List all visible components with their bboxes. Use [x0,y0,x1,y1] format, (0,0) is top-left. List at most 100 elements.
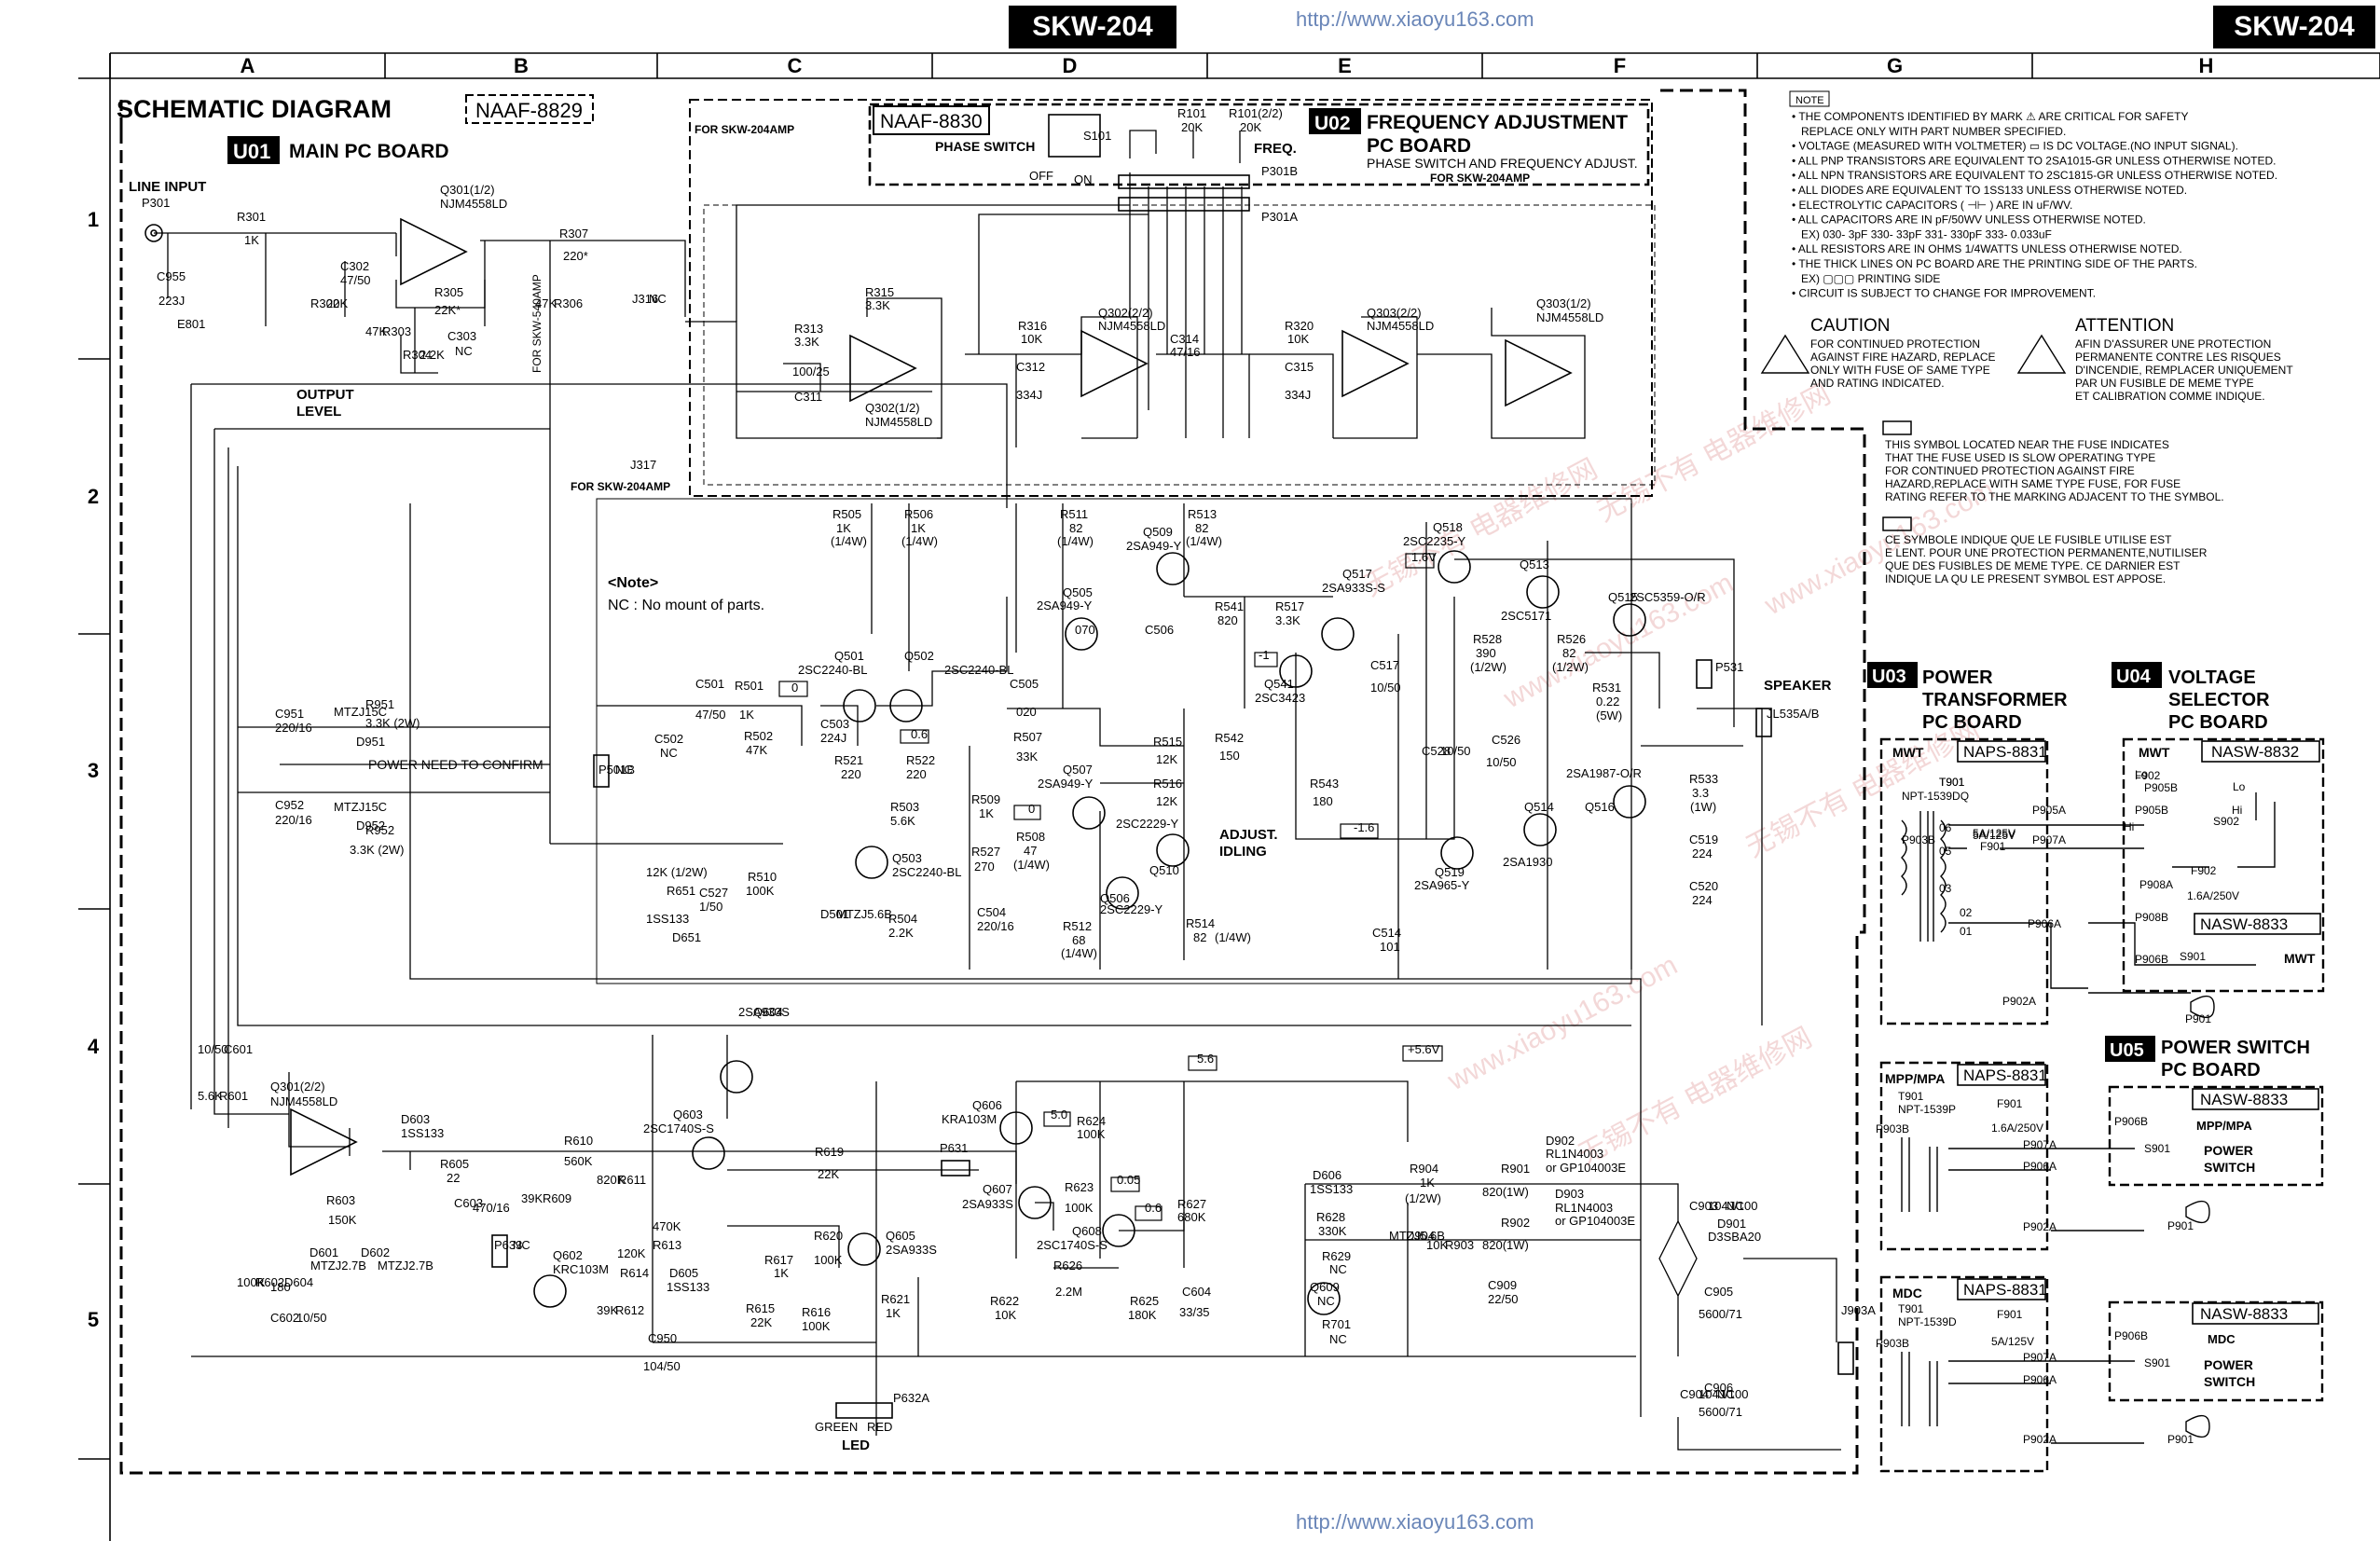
board-part-label: P908A [2139,878,2173,891]
component-label: Q605 [886,1229,915,1243]
component-label: P632A [893,1391,929,1405]
component-label: 180 [1313,794,1333,808]
component-label: 220/16 [275,813,312,827]
component-label: D501 [820,907,849,921]
u04-mwt-2: MWT [2284,951,2316,966]
board-part-label: S901 [2180,950,2206,963]
u05-id: U05 [2110,1040,2144,1061]
component-label: R509 [971,792,1000,806]
component-label: D601 [310,1245,338,1259]
component-label: 82 [1562,646,1575,660]
column-label-b: B [514,54,529,77]
component-label: R304 [403,348,432,362]
url-footer[interactable]: http://www.xiaoyu163.com [1296,1510,1534,1534]
u03-mwt: MWT [1892,745,1924,760]
attention-title: ATTENTION [2075,316,2174,336]
board-part-label: P903B [1876,1337,1909,1350]
component-label: 1SS133 [646,912,689,926]
component-label: MTZJ15C [334,800,387,814]
component-label: Q606 [972,1098,1002,1112]
component-label: D604 [284,1275,313,1289]
url-header[interactable]: http://www.xiaoyu163.com [1296,7,1534,31]
column-label-a: A [241,54,255,77]
component-label: (1/4W) [1013,858,1050,872]
component-label: 1/50 [699,900,722,914]
component-label: D602 [361,1245,390,1259]
component-label: R305 [434,285,463,299]
component-label: R951 [365,697,394,711]
component-label: D606 [1313,1168,1341,1182]
component-label: R101(2/2) [1229,106,1283,120]
wiring [154,130,1841,1451]
component-label: D903 [1555,1187,1584,1201]
board-part-label: NPT-1539DQ [1902,790,1969,803]
opamp-q301b [290,1108,358,1176]
component-label: 2SC2229-Y [1100,902,1163,916]
mpp-tag: MPP/MPA [1885,1071,1945,1086]
component-label: 1K [886,1306,901,1320]
component-label: R619 [815,1145,844,1159]
component-label: NC [1329,1332,1347,1346]
board-part-label: T901 [1898,1302,1924,1315]
component-label: NC [1717,1387,1735,1401]
component-label: 3.3K (2W) [365,716,420,730]
aux-board-symbols [1901,792,2276,1444]
component-label: Q509 [1143,525,1173,539]
component-label: Q303(1/2) [1536,296,1591,310]
column-label-g: G [1887,54,1903,77]
component-label: R952 [365,823,394,837]
component-label: MTZJ15C [334,705,387,719]
component-label: S101 [1083,129,1111,143]
note-line: • THE COMPONENTS IDENTIFIED BY MARK ⚠ AR… [1792,110,2188,123]
component-label: R516 [1153,777,1182,791]
component-label: R511 [1060,507,1088,521]
component-label: C514 [1372,926,1401,940]
component-label: C505 [1010,677,1039,691]
board-part-label: F901 [1980,840,2006,853]
opamp-q302b [1080,329,1149,398]
u03-name-1: POWER [1922,667,1993,688]
mpp-sw-label-2: SWITCH [2204,1160,2255,1175]
component-label: R526 [1557,632,1586,646]
board-part-label: Lo [2135,768,2148,781]
board-part-label: P907A [2023,1351,2057,1364]
for-204amp-label-2: FOR SKW-204AMP [571,480,670,493]
component-label: R614 [620,1266,649,1280]
component-label: Q541 [1264,677,1294,691]
component-label: 0 [791,681,798,695]
u04-mwt: MWT [2139,745,2170,760]
component-label: R613 [653,1238,681,1252]
component-label: 1SS133 [1310,1182,1353,1196]
board-part-label: P903B [1876,1122,1909,1135]
component-label: 2SA949-Y [1037,599,1093,612]
component-label: 0 [1028,802,1035,816]
component-label: 100K [746,884,775,898]
component-label: R617 [764,1253,793,1267]
caution-line: AND RATING INDICATED. [1810,377,1945,390]
component-label: 3.3K (2W) [350,843,405,857]
watermark-text: www.xiaoyu163.com [1442,950,1683,1097]
row-label-5: 5 [88,1308,99,1331]
board-part-label: S901 [2144,1142,2170,1155]
freq-board-name2: PC BOARD [1367,135,1471,157]
component-label: 39K [597,1303,618,1317]
attention-line: PERMANENTE CONTRE LES RISQUES [2075,351,2281,364]
column-label-h: H [2199,54,2214,77]
board-part-label: 5A/125V [1973,829,2015,842]
component-label: NJM4558LD [1536,310,1603,324]
line-input-label: LINE INPUT [129,179,206,195]
component-label: R501 [735,679,764,693]
component-label: 150K [328,1213,357,1227]
fuse-symbol-icon-2 [1882,516,1912,531]
component-label: R302 [310,296,339,310]
component-label: C312 [1016,360,1045,374]
column-label-c: C [788,54,803,77]
board-outlines [119,89,2325,1475]
board-part-label: P907A [2023,1138,2057,1151]
component-label: R904 [1410,1162,1438,1176]
component-label: Q506 [1100,891,1130,905]
fuse-note-en-line: THIS SYMBOL LOCATED NEAR THE FUSE INDICA… [1885,438,2169,451]
component-label: 47/50 [340,273,371,287]
component-label: 22K [750,1315,772,1329]
component-label: Q608 [1072,1224,1102,1238]
